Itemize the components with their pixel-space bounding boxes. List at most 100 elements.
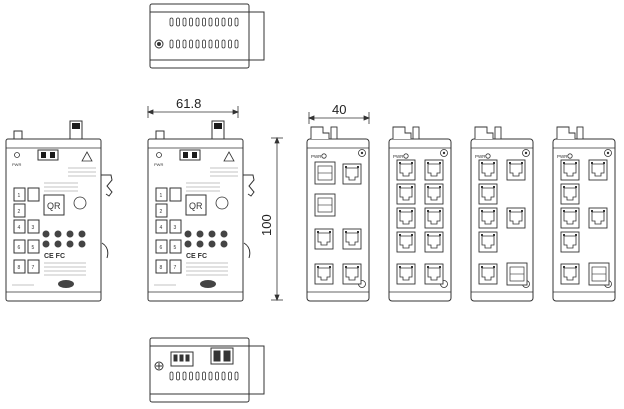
port-led bbox=[399, 266, 401, 268]
screw-center bbox=[606, 151, 610, 155]
port-led bbox=[439, 210, 441, 212]
port-led bbox=[575, 162, 577, 164]
vent-slot bbox=[202, 39, 206, 49]
vent-slot bbox=[189, 371, 193, 381]
rj45-port bbox=[560, 183, 580, 205]
port-led bbox=[411, 162, 413, 164]
vent-slot bbox=[182, 39, 187, 49]
port-label-box bbox=[155, 259, 168, 274]
port-number-label: 5 bbox=[32, 245, 35, 251]
vent-slot bbox=[176, 17, 180, 27]
rj45-port bbox=[478, 159, 498, 181]
port-led bbox=[481, 210, 483, 212]
rj45-socket bbox=[399, 235, 413, 249]
port-led bbox=[399, 162, 401, 164]
vent-slot bbox=[202, 371, 206, 381]
screw-center bbox=[442, 151, 446, 155]
cert-icon bbox=[220, 240, 228, 248]
port-led bbox=[575, 266, 577, 268]
rj45-socket bbox=[399, 187, 413, 201]
rj45-port bbox=[588, 207, 608, 229]
port-led bbox=[521, 210, 523, 212]
cert-icon bbox=[66, 230, 74, 238]
vent-slot bbox=[221, 17, 226, 27]
connector-pin bbox=[41, 152, 46, 158]
port-led bbox=[357, 231, 359, 233]
cert-icon bbox=[196, 230, 204, 238]
rj45-port bbox=[478, 207, 498, 229]
cert-icon bbox=[196, 240, 204, 248]
rj45-socket bbox=[427, 267, 441, 281]
port-led bbox=[563, 186, 565, 188]
rj45-port bbox=[588, 159, 608, 181]
port-label-box bbox=[27, 219, 40, 234]
rj45-socket bbox=[563, 211, 577, 225]
brand-logo bbox=[200, 280, 216, 288]
din-rail-clip bbox=[243, 174, 255, 197]
front-top-screw bbox=[412, 126, 420, 140]
front-pwr-led bbox=[567, 153, 573, 159]
port-led bbox=[591, 162, 593, 164]
rj45-socket bbox=[399, 267, 413, 281]
side-pwr-label: PWR bbox=[12, 162, 21, 167]
port-led bbox=[603, 162, 605, 164]
depth-dimension-label: 61.8 bbox=[176, 96, 201, 111]
port-number-label: 8 bbox=[160, 265, 163, 271]
vent-slot bbox=[228, 39, 232, 49]
cert-icon bbox=[184, 230, 192, 238]
rj45-port bbox=[506, 207, 526, 229]
port-led bbox=[439, 186, 441, 188]
port-label-box bbox=[155, 239, 168, 254]
cert-icon bbox=[66, 240, 74, 248]
vent-slot bbox=[195, 371, 200, 381]
rj45-port bbox=[478, 263, 498, 285]
port-led bbox=[563, 234, 565, 236]
port-label-box bbox=[13, 239, 26, 254]
port-led bbox=[575, 186, 577, 188]
side-top-screw bbox=[13, 130, 23, 140]
ce-fc-mark: CE FC bbox=[186, 253, 207, 260]
port-led bbox=[603, 210, 605, 212]
side-pwr-led bbox=[14, 152, 20, 158]
connector-pin bbox=[192, 152, 197, 158]
front-view-variant-2: PWR bbox=[388, 126, 452, 302]
vent-slot bbox=[195, 17, 200, 27]
port-label-box bbox=[27, 259, 40, 274]
qr-label: QR bbox=[189, 201, 203, 211]
vent-slot bbox=[215, 371, 219, 381]
rj45-socket bbox=[345, 167, 359, 181]
port-led bbox=[509, 162, 511, 164]
rj45-socket bbox=[399, 163, 413, 177]
front-pwr-label: PWR bbox=[557, 154, 568, 159]
top-vent-slots bbox=[169, 17, 239, 49]
vent-slot bbox=[228, 371, 232, 381]
dimension-height bbox=[271, 136, 283, 302]
port-label-box bbox=[13, 219, 26, 234]
port-label-box bbox=[13, 203, 26, 218]
port-number-label: 4 bbox=[160, 225, 163, 231]
din-rail-spring bbox=[243, 242, 251, 259]
port-number-label: 3 bbox=[32, 225, 35, 231]
terminal-contact bbox=[72, 123, 80, 129]
side-top-screw bbox=[155, 130, 165, 140]
port-led bbox=[481, 234, 483, 236]
rj45-socket bbox=[427, 235, 441, 249]
cert-icon bbox=[208, 230, 216, 238]
vent-slot bbox=[169, 39, 174, 49]
port-led bbox=[439, 266, 441, 268]
port-led bbox=[427, 162, 429, 164]
qr-code-box bbox=[185, 194, 207, 216]
port-number-label: 4 bbox=[18, 225, 21, 231]
vent-slot bbox=[202, 17, 206, 27]
vent-slot bbox=[221, 39, 226, 49]
front-mount-bracket bbox=[556, 126, 576, 139]
brand-logo bbox=[58, 280, 74, 288]
rj45-socket bbox=[481, 163, 495, 177]
rj45-port bbox=[424, 183, 444, 205]
vent-slot bbox=[169, 17, 174, 27]
front-pwr-led bbox=[321, 153, 327, 159]
port-led bbox=[317, 266, 319, 268]
port-led bbox=[411, 266, 413, 268]
